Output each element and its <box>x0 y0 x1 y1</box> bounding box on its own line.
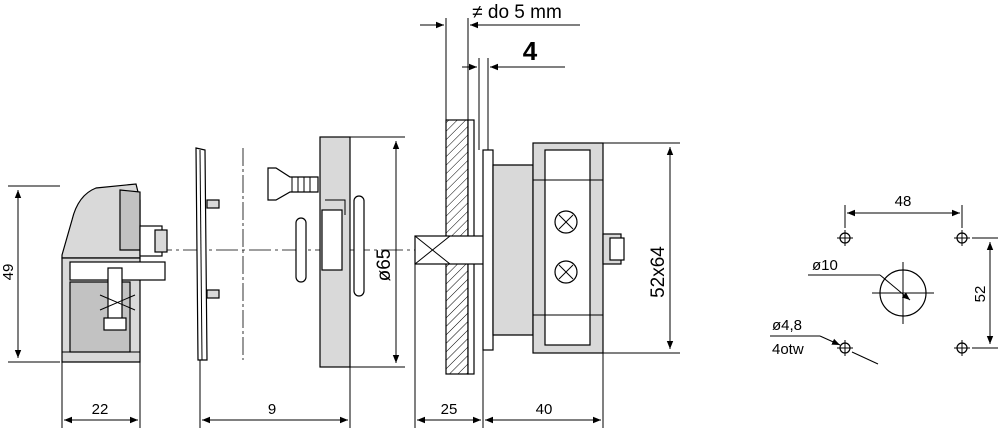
dim-diameter: ø65 <box>350 136 405 368</box>
front-plate <box>195 147 220 361</box>
dim-height-left: 49 <box>0 185 60 363</box>
center-hole-label: ø10 <box>812 257 838 274</box>
dim-panel: 25 <box>414 264 484 428</box>
switch-body <box>482 142 625 354</box>
dim-body-size: 52x64 <box>603 142 680 354</box>
dim-40-label: 40 <box>536 401 553 418</box>
dim-9-label: 9 <box>268 401 276 418</box>
hole-count-label: 4otw <box>772 341 804 358</box>
hole-width-label: 48 <box>895 193 912 210</box>
dim-plate: 4 <box>462 36 565 150</box>
dim-gap-top: ≠ do 5 mm <box>420 2 580 120</box>
dim-hole-height: 52 <box>972 237 998 349</box>
dim-22-label: 22 <box>92 401 109 418</box>
dim-4-label: 4 <box>523 36 538 66</box>
hole-top-left <box>837 230 853 246</box>
dim-65-label: ø65 <box>374 249 395 282</box>
shaft <box>414 235 491 265</box>
dim-body: 40 <box>485 353 604 428</box>
dim-25-label: 25 <box>441 401 458 418</box>
hole-height-label: 52 <box>972 286 989 303</box>
hole-pattern: ø10 48 52 ø4,8 4otw <box>770 193 998 365</box>
small-holes-callout: ø4,8 4otw <box>770 317 879 365</box>
dim-spacing: 9 <box>199 360 351 428</box>
dim-gap-label: ≠ do 5 mm <box>472 2 562 23</box>
dim-52x64-label: 52x64 <box>648 246 669 298</box>
hole-bottom-right <box>954 340 970 356</box>
hole-center: ø10 <box>808 257 934 324</box>
dim-hole-width: 48 <box>844 193 963 228</box>
adapter-ring <box>295 136 365 368</box>
hole-top-right <box>954 230 970 246</box>
knob-part <box>61 183 168 363</box>
hole-bottom-left <box>837 340 853 356</box>
dim-49-label: 49 <box>0 264 17 281</box>
small-holes-label: ø4,8 <box>772 317 802 334</box>
screw <box>267 167 319 201</box>
dim-knob-width: 22 <box>61 362 141 428</box>
